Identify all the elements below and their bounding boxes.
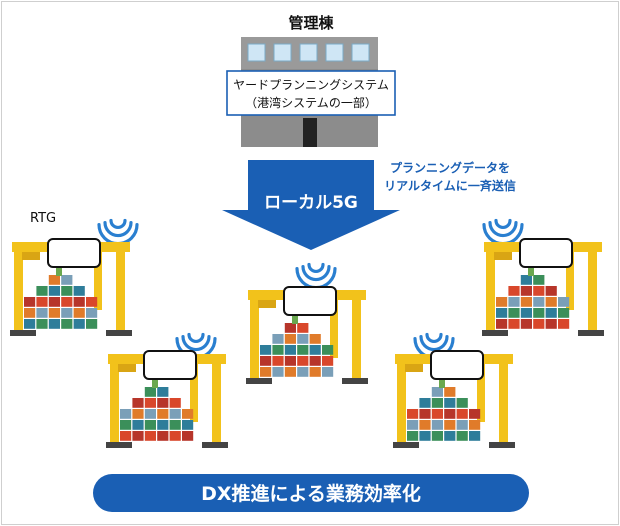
container-stack (120, 387, 194, 441)
tablet-icon (430, 350, 484, 380)
rtg-crane-2 (106, 332, 228, 448)
plant-icon (292, 316, 298, 324)
system-name: ヤードプランニングシステム (233, 78, 389, 92)
building-windows (247, 43, 370, 62)
rtg-crane-1 (10, 218, 139, 336)
plant-icon (56, 268, 62, 276)
plant-icon (439, 380, 445, 388)
signal-icon (295, 262, 337, 290)
tablet-icon (519, 238, 573, 268)
container-stack (260, 323, 334, 377)
container-stack (24, 275, 98, 329)
tablet-icon (283, 286, 337, 316)
rtg-cranes (10, 218, 604, 448)
management-building: 管理棟 ヤードプランニングシステム （港湾システムの一部） (226, 14, 396, 147)
system-subtitle: （港湾システムの一部） (245, 95, 377, 110)
tablet-icon (143, 350, 197, 380)
broadcast-note-line2: リアルタイムに一斉送信 (384, 178, 516, 193)
plant-icon (152, 380, 158, 388)
rtg-crane-4 (393, 332, 515, 448)
rtg-label: RTG (30, 211, 56, 226)
system-box (226, 70, 396, 116)
signal-icon (97, 218, 139, 246)
signal-icon (482, 218, 524, 246)
dx-banner: DX推進による業務効率化 (93, 474, 529, 512)
building-door (303, 118, 317, 147)
tablet-icon (47, 238, 101, 268)
container-stack (407, 387, 481, 441)
plant-icon (528, 268, 534, 276)
broadcast-note-line1: プランニングデータを (390, 160, 510, 175)
rtg-crane-3 (246, 262, 368, 384)
arrow-label: ローカル5G (264, 193, 358, 213)
container-stack (496, 275, 570, 329)
building-title: 管理棟 (288, 14, 334, 32)
local-5g-arrow: ローカル5G (222, 160, 400, 250)
banner-text: DX推進による業務効率化 (201, 482, 421, 505)
rtg-crane-5 (482, 218, 604, 336)
